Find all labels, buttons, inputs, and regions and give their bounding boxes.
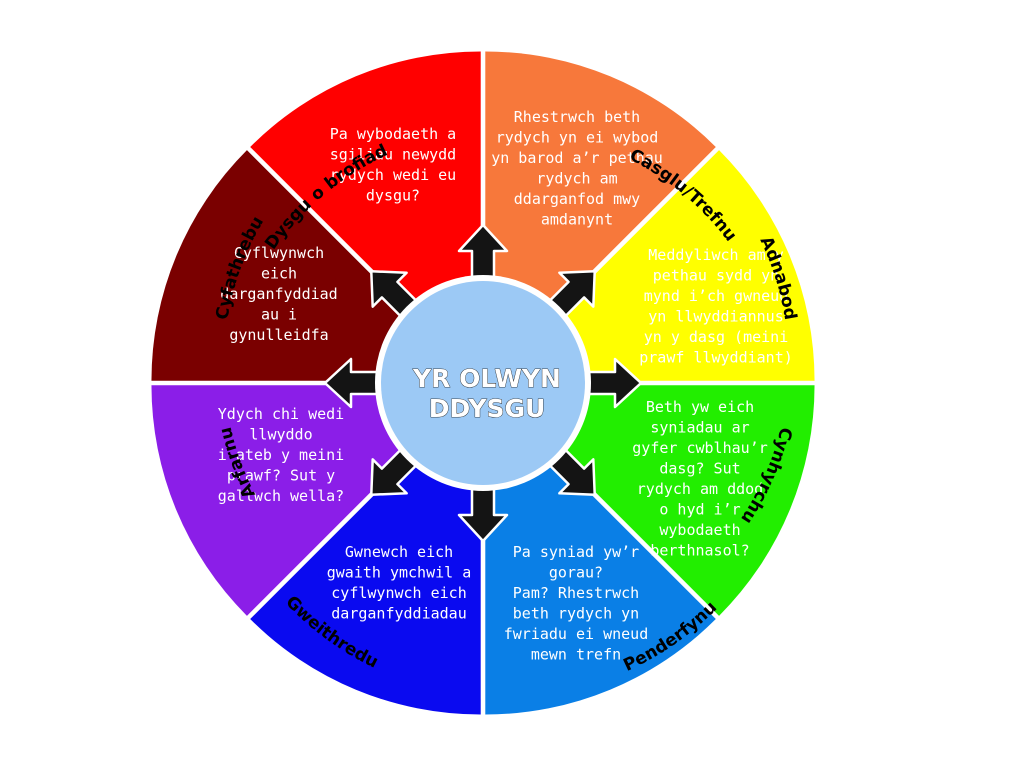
- segment-text-line: gallwch wella?: [218, 487, 344, 505]
- segment-text-line: sgiliau newydd: [330, 146, 456, 164]
- segment-text-line: amdanynt: [541, 211, 613, 229]
- segment-text-line: cyflwynwch eich: [331, 584, 466, 602]
- segment-text-line: gyfer cwblhau’r: [632, 439, 767, 457]
- segment-text-line: ddarganfod mwy: [514, 190, 640, 208]
- segment-text-line: yn barod a’r pethau: [491, 149, 663, 167]
- segment-text-line: au i: [261, 306, 297, 324]
- segment-text-line: dasg? Sut: [659, 460, 740, 478]
- segment-text-dysgu: Pa wybodaeth a sgiliau newydd rydych wedi …: [330, 125, 456, 205]
- segment-text-line: gynulleidfa: [229, 326, 328, 344]
- segment-text-line: rydych yn ei wybod: [496, 129, 659, 147]
- segment-text-line: yn y dasg (meini: [644, 328, 789, 346]
- segment-text-cyfathrebu: Cyflwynwch eich darganfyddiad au i gynulleid…: [220, 244, 337, 344]
- segment-text-line: eich: [261, 265, 297, 283]
- center-title-line-2: DDYSGU: [429, 394, 546, 423]
- segment-text-arfarnu: Ydych chi wedi llwyddo i ateb y meini prawf…: [218, 405, 344, 505]
- segment-text-penderfynu: Pa syniad yw’r gorau? Pam? Rhestrwch beth r…: [504, 543, 649, 664]
- wheel-arrows: [323, 223, 643, 543]
- segment-text-line: gorau?: [549, 564, 603, 582]
- segment-text-line: Cyflwynwch: [234, 244, 324, 262]
- segment-text-line: Pa syniad yw’r: [513, 543, 639, 561]
- segment-texts: Pa wybodaeth a sgiliau newydd rydych wedi …: [218, 108, 793, 664]
- segment-text-line: mynd i’ch gwneud: [644, 287, 789, 305]
- segment-text-line: prawf llwyddiant): [639, 349, 793, 367]
- segment-text-line: dysgu?: [366, 187, 420, 205]
- segment-text-line: prawf? Sut y: [227, 467, 335, 485]
- segment-text-line: beth rydych yn: [513, 605, 639, 623]
- segment-text-line: pethau sydd yn: [653, 267, 779, 285]
- segment-text-line: rydych wedi eu: [330, 166, 456, 184]
- segment-text-line: fwriadu ei wneud: [504, 625, 649, 643]
- segment-text-line: gwaith ymchwil a: [327, 564, 472, 582]
- segment-text-line: wybodaeth: [659, 521, 740, 539]
- segment-text-line: llwyddo: [249, 426, 312, 444]
- segment-text-line: rydych am ddod: [637, 480, 763, 498]
- segment-text-line: Meddyliwch am y: [648, 246, 783, 264]
- segment-text-line: Rhestrwch beth: [514, 108, 640, 126]
- segment-text-line: darganfyddiadau: [331, 605, 466, 623]
- center-title-line-1: YR OLWYN: [412, 364, 561, 393]
- segment-text-line: Pa wybodaeth a: [330, 125, 456, 143]
- segment-text-line: darganfyddiad: [220, 285, 337, 303]
- center-circle: [381, 281, 585, 485]
- segment-text-line: Ydych chi wedi: [218, 405, 344, 423]
- segment-text-line: Beth yw eich: [646, 398, 754, 416]
- segment-text-gweithredu: Gwnewch eich gwaith ymchwil a cyflwynwch e…: [327, 543, 472, 623]
- segment-text-line: rydych am: [536, 170, 617, 188]
- segment-text-casglu: Rhestrwch beth rydych yn ei wybod yn barod…: [491, 108, 663, 229]
- segment-text-line: yn llwyddiannus: [648, 308, 783, 326]
- segment-text-line: i ateb y meini: [218, 446, 344, 464]
- segment-text-line: berthnasol?: [650, 542, 749, 560]
- segment-text-cynhyrchu: Beth yw eich syniadau ar gyfer cwblhau’r da…: [632, 398, 767, 560]
- segment-text-line: o hyd i’r: [659, 501, 740, 519]
- segment-text-line: Gwnewch eich: [345, 543, 453, 561]
- segment-text-adnabod: Meddyliwch am y pethau sydd yn mynd i’ch g…: [639, 246, 793, 367]
- segment-text-line: mewn trefn: [531, 646, 621, 664]
- segment-text-line: syniadau ar: [650, 419, 749, 437]
- segment-text-line: Pam? Rhestrwch: [513, 584, 639, 602]
